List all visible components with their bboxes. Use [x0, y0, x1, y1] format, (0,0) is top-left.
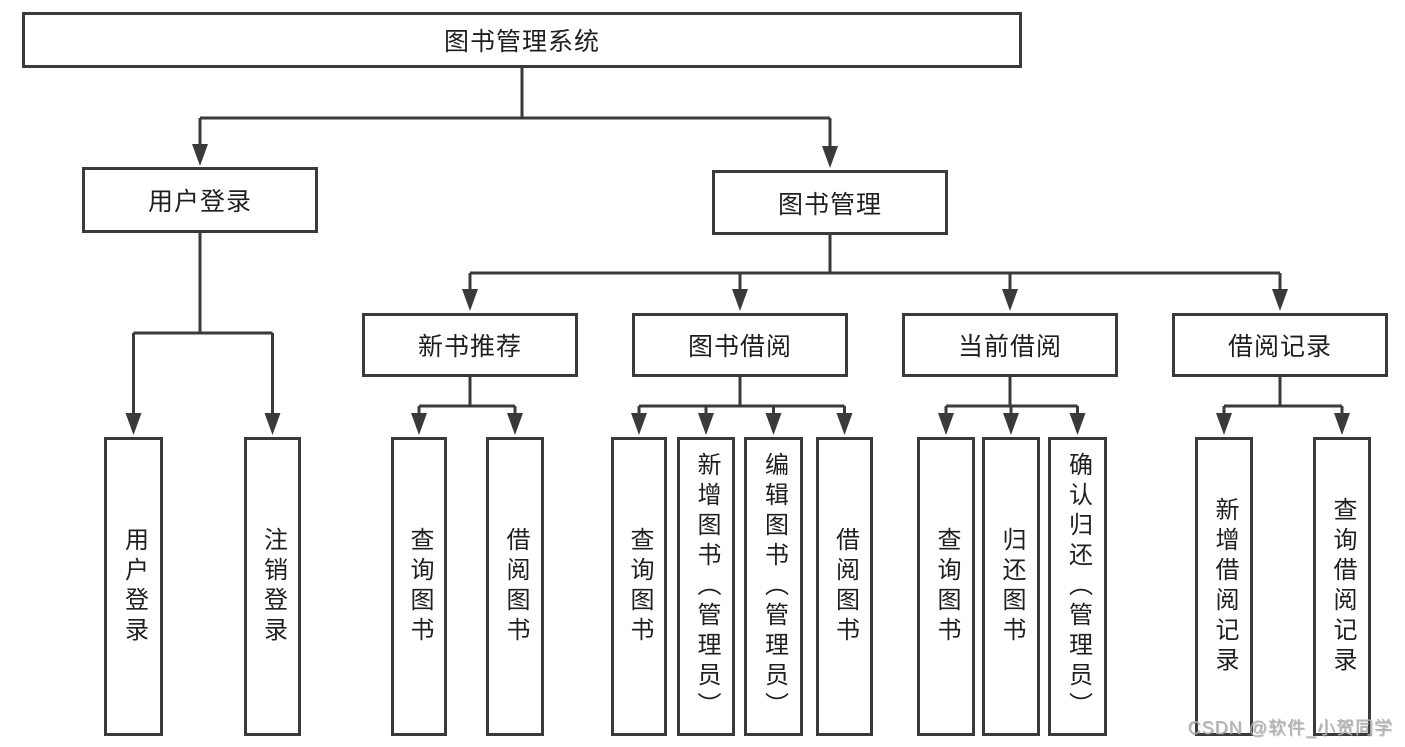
node-library-system-root: 图书管理系统: [22, 12, 1022, 68]
leaf-label: 新增借阅记录: [1211, 496, 1238, 677]
node-current-borrow: 当前借阅: [902, 313, 1118, 377]
leaf-label: 借阅图书: [831, 526, 859, 647]
leaf-add-book-admin: 新增图书（管理员）: [677, 437, 735, 736]
leaf-label: 归还图书: [998, 526, 1025, 647]
leaf-label: 查询图书: [406, 526, 433, 647]
leaf-add-borrow-record: 新增借阅记录: [1195, 437, 1253, 736]
leaf-return-book: 归还图书: [982, 437, 1040, 736]
node-new-book-recommend: 新书推荐: [362, 313, 578, 377]
node-user-login: 用户登录: [82, 167, 318, 233]
leaf-user-login: 用户登录: [104, 437, 163, 736]
node-label: 图书管理系统: [443, 28, 600, 56]
leaf-label: 新增图书（管理员）: [693, 451, 720, 722]
leaf-label: 查询借阅记录: [1329, 496, 1356, 677]
watermark: CSDN @软件_小贺同学: [1187, 718, 1393, 738]
node-book-management: 图书管理: [712, 170, 948, 235]
leaf-label: 用户登录: [120, 526, 148, 647]
node-label: 当前借阅: [957, 333, 1062, 361]
leaf-query-books-borrow: 查询图书: [611, 437, 667, 736]
node-label: 借阅记录: [1227, 333, 1332, 361]
arrowheads: [125, 144, 1350, 435]
node-label: 新书推荐: [417, 333, 522, 361]
leaf-label: 查询图书: [626, 526, 653, 647]
tree-connector-paths: [132, 68, 1344, 417]
leaf-query-borrow-record: 查询借阅记录: [1313, 437, 1371, 736]
leaf-borrow-books-borrow: 借阅图书: [816, 437, 873, 736]
leaf-label: 编辑图书（管理员）: [760, 451, 788, 722]
leaf-label: 查询图书: [933, 526, 960, 647]
leaf-confirm-return-admin: 确认归还（管理员）: [1048, 437, 1107, 736]
leaf-label: 借阅图书: [502, 526, 529, 647]
node-book-borrow: 图书借阅: [632, 313, 848, 377]
node-label: 图书管理: [777, 190, 882, 219]
leaf-label: 注销登录: [259, 526, 287, 647]
node-label: 用户登录: [147, 188, 252, 216]
leaf-query-books-newbook: 查询图书: [391, 437, 447, 736]
leaf-edit-book-admin: 编辑图书（管理员）: [744, 437, 803, 736]
leaf-logout: 注销登录: [244, 437, 301, 736]
leaf-query-books-current: 查询图书: [917, 437, 975, 736]
node-borrow-records: 借阅记录: [1172, 313, 1388, 377]
leaf-borrow-books-newbook: 借阅图书: [486, 437, 544, 736]
node-label: 图书借阅: [687, 333, 792, 361]
leaf-label: 确认归还（管理员）: [1064, 451, 1092, 722]
